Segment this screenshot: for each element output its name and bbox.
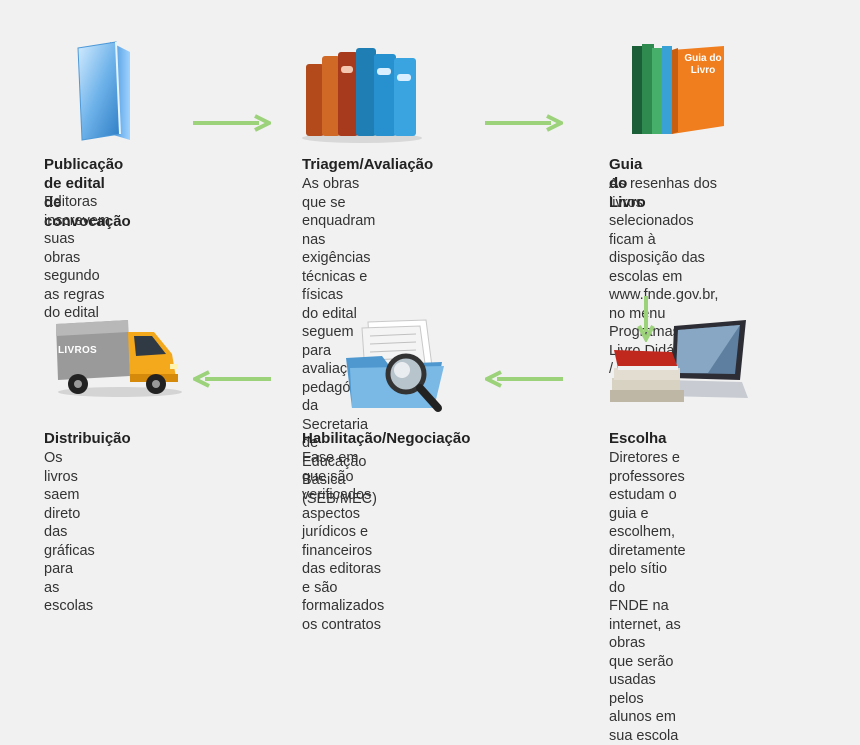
books-icon bbox=[302, 48, 422, 143]
arrow-right-icon bbox=[193, 114, 271, 132]
truck-icon bbox=[56, 320, 182, 397]
arrow-left-icon bbox=[193, 370, 271, 388]
step-title: Triagem/Avaliação bbox=[302, 156, 434, 173]
arrow-left-icon bbox=[485, 370, 563, 388]
step-description: Diretores e professores estudam o guia e… bbox=[609, 450, 686, 744]
step-title: Escolha bbox=[609, 430, 667, 447]
step-description: Editoras inscrevem suas obras segundo as… bbox=[44, 194, 111, 321]
guide-book-label: Guia do Livro bbox=[684, 53, 722, 76]
step-title: Guia do Livro bbox=[609, 156, 646, 211]
step-title: Publicação de edital de convocação bbox=[44, 156, 131, 230]
step-description: Fase em que são verificados aspectos jur… bbox=[302, 450, 385, 633]
laptop-books-icon bbox=[610, 320, 748, 402]
guide-book-icon bbox=[632, 44, 724, 134]
truck-label: LIVROS bbox=[58, 345, 98, 356]
arrow-down-icon bbox=[637, 296, 655, 342]
step-title: Habilitação/Negociação bbox=[302, 430, 471, 447]
arrow-right-icon bbox=[485, 114, 563, 132]
folder-magnifier-icon bbox=[346, 319, 444, 412]
folder-icon bbox=[77, 41, 130, 141]
step-description: Os livros saem direto das gráficas para … bbox=[44, 450, 95, 614]
step-title: Distribuição bbox=[44, 430, 131, 447]
